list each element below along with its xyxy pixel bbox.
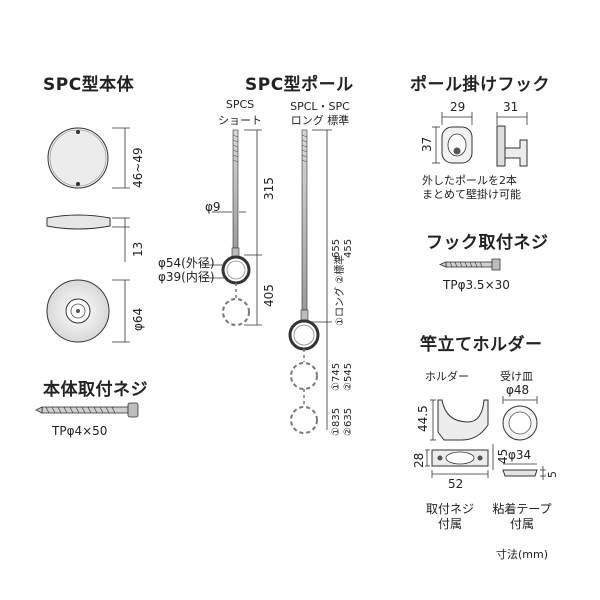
body-dim-diameter [112, 279, 130, 343]
dish-side-view [502, 469, 538, 477]
pole-dim-shaft-dia: φ9 [205, 200, 221, 214]
hook-screw-title: フック取付ネジ [426, 233, 549, 253]
pole-long-label-2: ロング 標準 [290, 114, 350, 127]
body-dim-diameter-label: φ64 [131, 307, 145, 331]
pole-short-dims [200, 129, 262, 326]
holder-base-dim-h: 28 [412, 452, 426, 468]
dish-dims [502, 396, 538, 404]
hook-side-view [496, 125, 528, 167]
pole-dim-bot-2: ②635 [343, 407, 354, 436]
holder-note-tape-2: 付属 [509, 517, 534, 531]
hook-screw [438, 258, 501, 271]
hook-title: ポール掛けフック [410, 75, 550, 95]
body-screw-title: 本体取付ネジ [43, 380, 148, 400]
pole-dim-mid-1: ①745 [331, 362, 342, 391]
hook-screw-spec: TPφ3.5×30 [443, 278, 510, 292]
dish-side-dims [503, 463, 546, 480]
hook-note-2: まとめて壁掛け可能 [422, 188, 521, 201]
pole-dim-mid-2: ②545 [343, 362, 354, 391]
pole-title: SPC型ポール [245, 75, 354, 95]
holder-dims [430, 399, 436, 441]
pole-long-label-1: SPCL・SPC [290, 100, 350, 113]
holder-label: ホルダー [425, 370, 469, 383]
hook-dim-height: 37 [420, 136, 434, 152]
holder-dim-height: 44.5 [416, 405, 430, 432]
pole-dim-long-label: ①ロング ②標準 [335, 254, 346, 326]
pole-dim-short-length: 315 [262, 177, 276, 200]
hook-dims [432, 112, 528, 164]
holder-base-view [431, 449, 489, 467]
hook-note-1: 外したポールを2本 [422, 174, 517, 187]
pole-dim-bot-1: ①835 [331, 407, 342, 436]
holder-title: 竿立てホルダー [420, 335, 543, 355]
body-dim-height [112, 127, 130, 189]
pole-dim-short-ext: 405 [262, 284, 276, 307]
dish-top-view [502, 405, 538, 441]
body-dim-height-label: 46~49 [131, 147, 145, 188]
body-screw-spec: TPφ4×50 [52, 424, 108, 438]
body-dim-thickness [112, 217, 130, 262]
holder-base-dims [425, 444, 494, 478]
body-side-view [46, 214, 111, 230]
holder-base-dim-w: 52 [448, 477, 464, 491]
body-bottom-view [46, 279, 110, 343]
pole-dim-ring-inner: φ39(内径) [158, 270, 215, 284]
body-screw [35, 402, 139, 418]
body-title: SPC型本体 [43, 75, 135, 95]
dish-dim-dia: φ48 [506, 383, 530, 397]
pole-long [288, 129, 320, 434]
hook-dim-width: 29 [450, 100, 466, 114]
pole-short [221, 129, 251, 326]
body-top-view [47, 127, 109, 189]
pole-short-label-1: SPCS [225, 98, 255, 111]
hook-dim-depth: 31 [503, 100, 519, 114]
pole-dim-ring-outer: φ54(外径) [158, 256, 215, 270]
holder-note-screw-1: 取付ネジ [425, 502, 474, 516]
pole-long-dims [312, 129, 332, 430]
holder-note-screw-2: 付属 [437, 517, 462, 531]
unit-note: 寸法(mm) [496, 548, 549, 561]
dish-label: 受け皿 [500, 370, 533, 383]
dish-dim-inner: φ34 [508, 448, 532, 462]
body-dim-thickness-label: 13 [131, 241, 145, 257]
holder-side-view [437, 399, 489, 441]
pole-short-label-2: ショート [218, 114, 262, 127]
hook-front-view [441, 126, 473, 164]
dish-dim-thickness: 5 [546, 471, 559, 478]
holder-note-tape-1: 粘着テープ [492, 502, 552, 516]
